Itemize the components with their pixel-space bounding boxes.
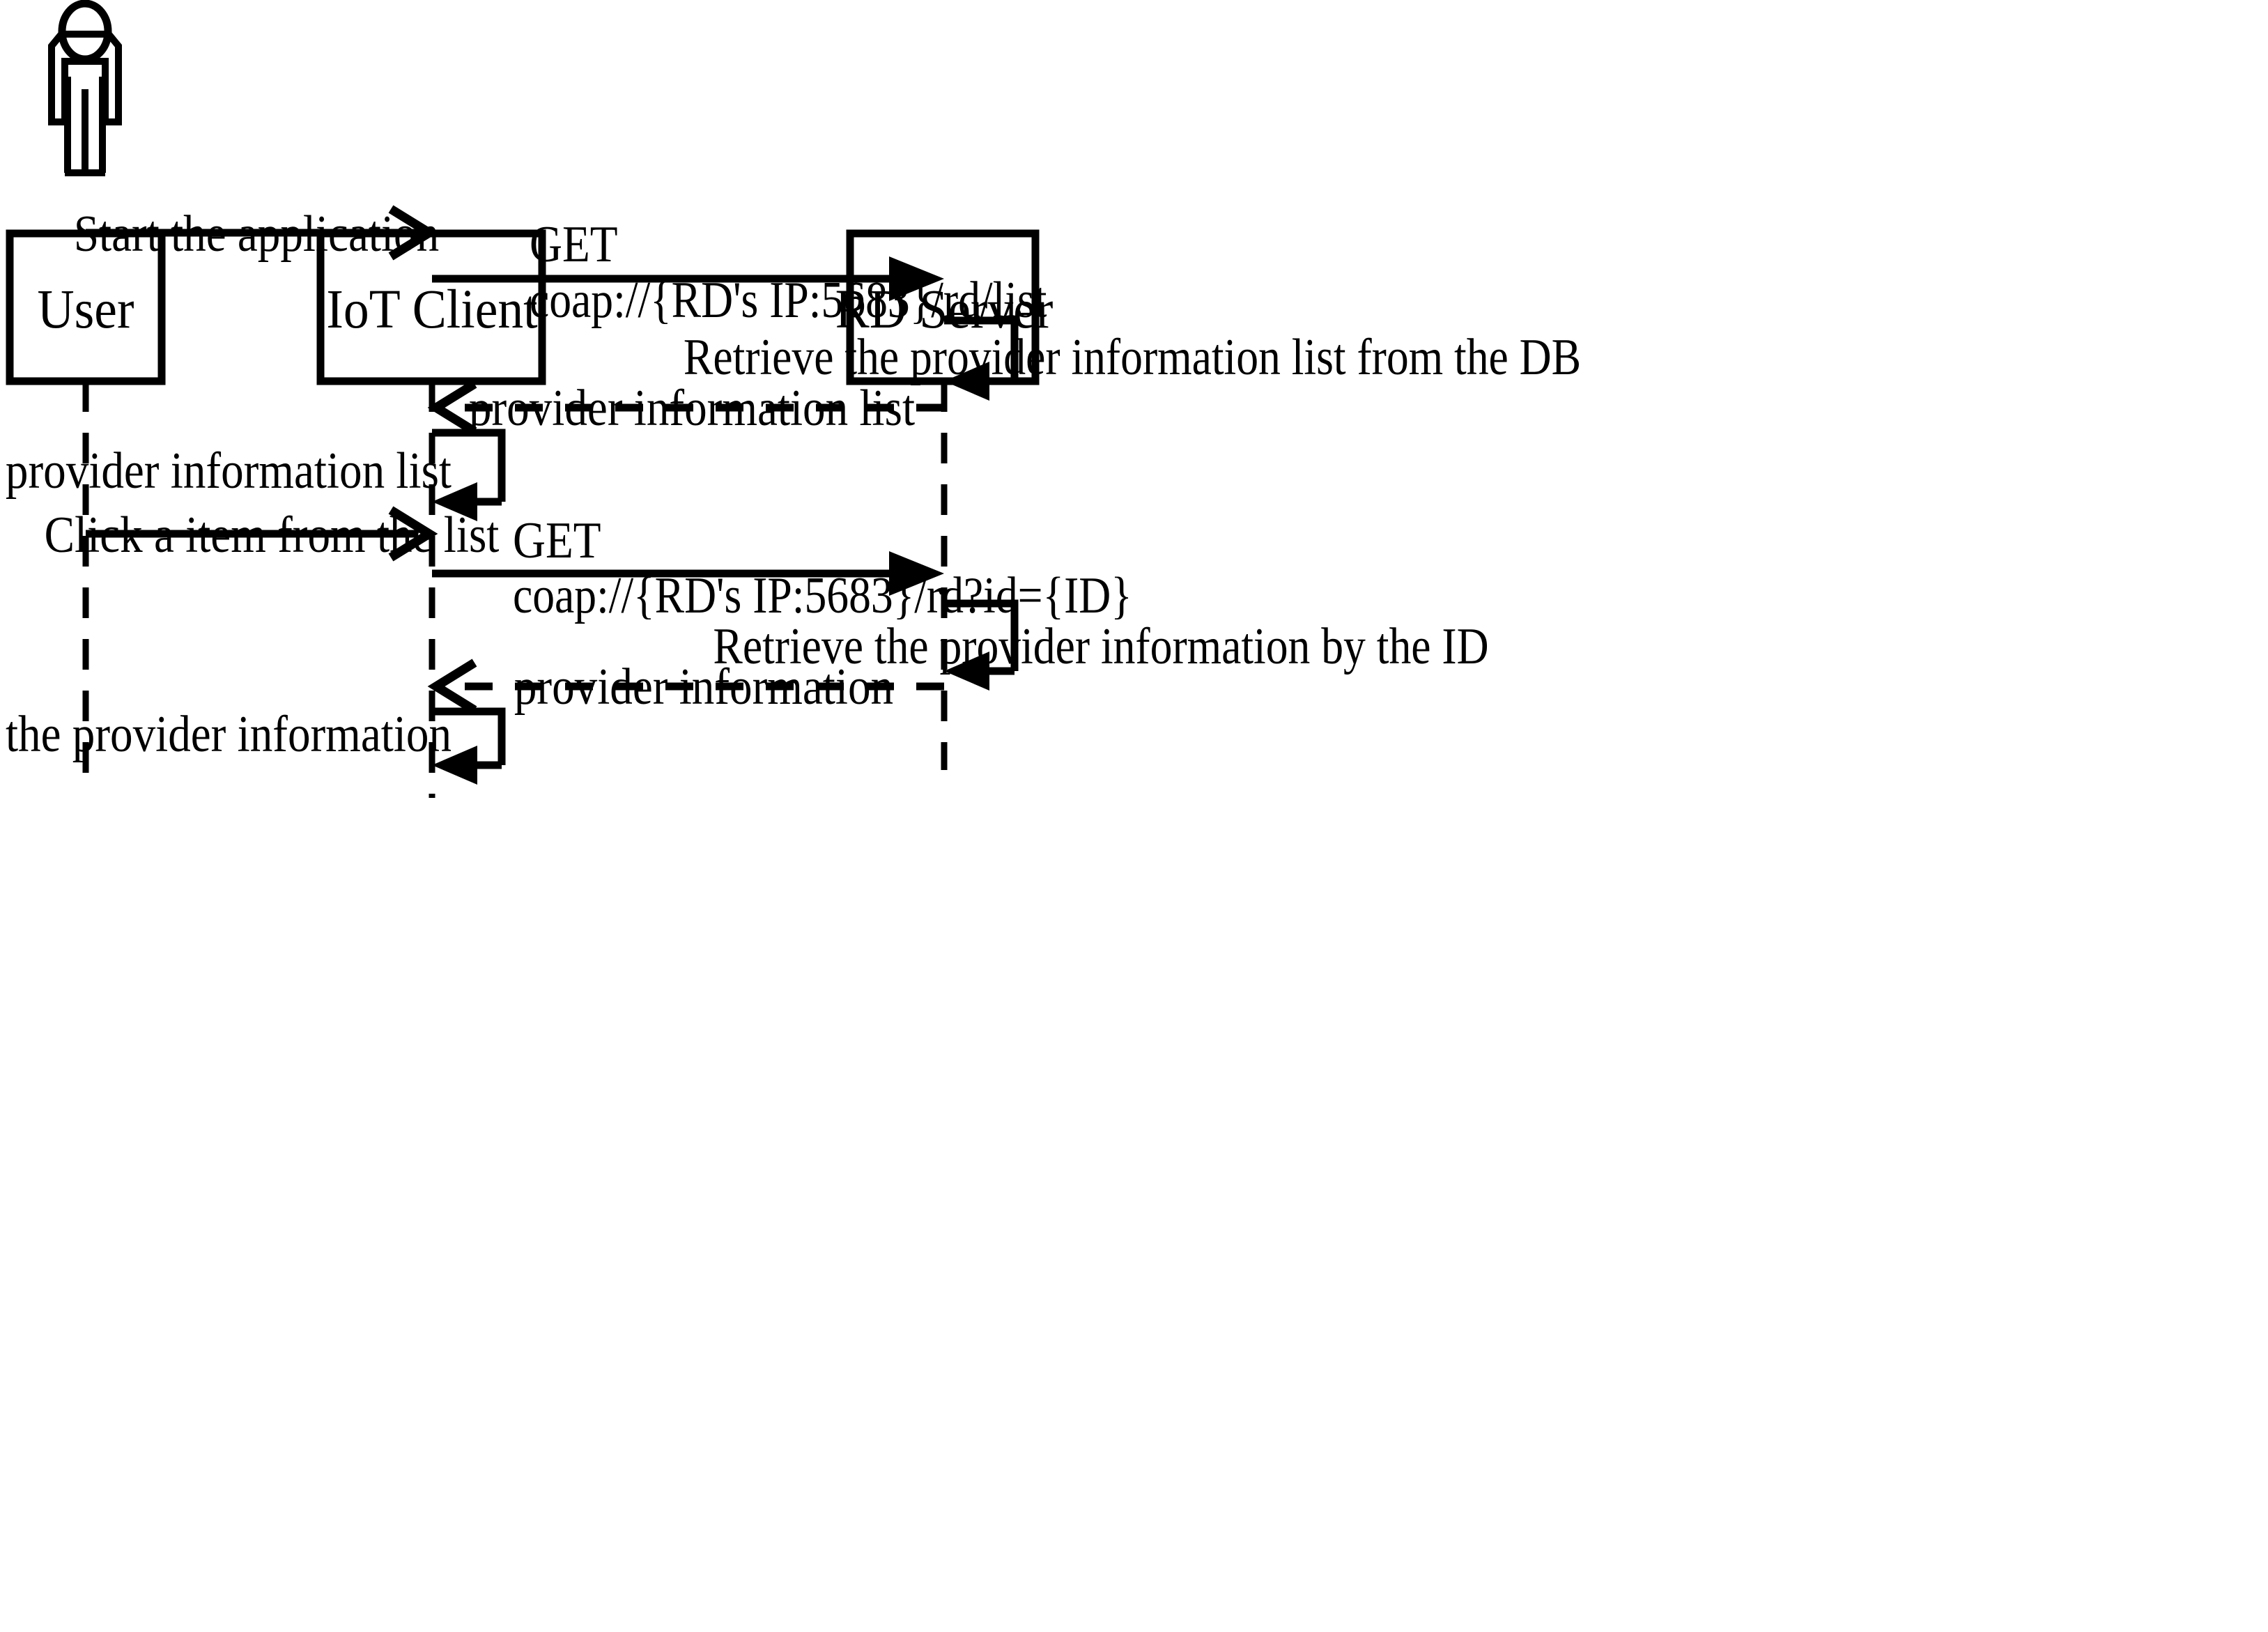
message-label-m8: Retrieve the provider information by the… [713, 618, 1488, 675]
message-get-rd-list[interactable] [432, 256, 944, 301]
lifeline-label-iotclient: IoT Client [326, 278, 537, 339]
open-arrowhead-icon-m1 [388, 205, 438, 261]
message-label-m7-line2: coap://{RD's IP:5683}/rd?id={ID} [513, 567, 1132, 624]
selfcall-path-m10 [432, 707, 506, 765]
selfcall-path-m8 [944, 599, 1019, 671]
solid-arrowhead-icon-m7 [889, 551, 944, 596]
message-selfcall-retrieve-by-id[interactable] [944, 599, 1019, 691]
message-label-m7-line1: GET [513, 512, 601, 569]
selfcall-path-m3 [944, 316, 1019, 381]
message-label-m1: Start the application [74, 206, 439, 263]
stick-figure-actor-icon [48, 0, 122, 176]
solid-arrowhead-icon-m3 [944, 362, 989, 401]
selfcall-path-m5 [432, 429, 506, 502]
message-selfcall-display-list[interactable] [432, 429, 506, 521]
open-arrowhead-icon-m4 [427, 380, 477, 436]
message-selfcall-display-information[interactable] [432, 707, 506, 785]
solid-arrowhead-icon-m2 [889, 256, 944, 301]
message-label-m2-line1: GET [530, 216, 618, 273]
actor-torso-icon [48, 31, 122, 125]
open-arrowhead-icon-m9 [427, 659, 477, 714]
message-label-m6: Click a item from the list [45, 507, 500, 564]
lifeline-label-rdserver: RD Server [835, 278, 1054, 339]
message-label-m9: provider information [514, 659, 893, 716]
message-label-m2-line2: coap://{RD's IP:5683}/rd/list [530, 272, 1047, 328]
solid-arrowhead-icon-m5 [432, 482, 477, 521]
solid-arrowhead-icon-m10 [432, 746, 477, 785]
message-return-provider-information-list[interactable] [427, 380, 944, 436]
lifeline-label-user: User [38, 278, 134, 339]
open-arrowhead-icon-m6 [388, 506, 438, 562]
message-return-provider-information[interactable] [427, 659, 944, 714]
message-click-a-item-from-the-list[interactable] [86, 506, 438, 562]
solid-arrowhead-icon-m8 [944, 652, 989, 691]
message-label-m3: Retrieve the provider information list f… [684, 329, 1581, 385]
message-label-m5: Display the provider information list [0, 442, 452, 500]
message-label-m4: provider information list [469, 380, 915, 437]
message-start-the-application[interactable] [86, 205, 438, 261]
message-selfcall-retrieve-list[interactable] [944, 316, 1019, 401]
message-label-m10: Display the provider information [0, 706, 452, 763]
message-get-rd-id[interactable] [432, 551, 944, 596]
lifeline-stems [82, 381, 948, 798]
